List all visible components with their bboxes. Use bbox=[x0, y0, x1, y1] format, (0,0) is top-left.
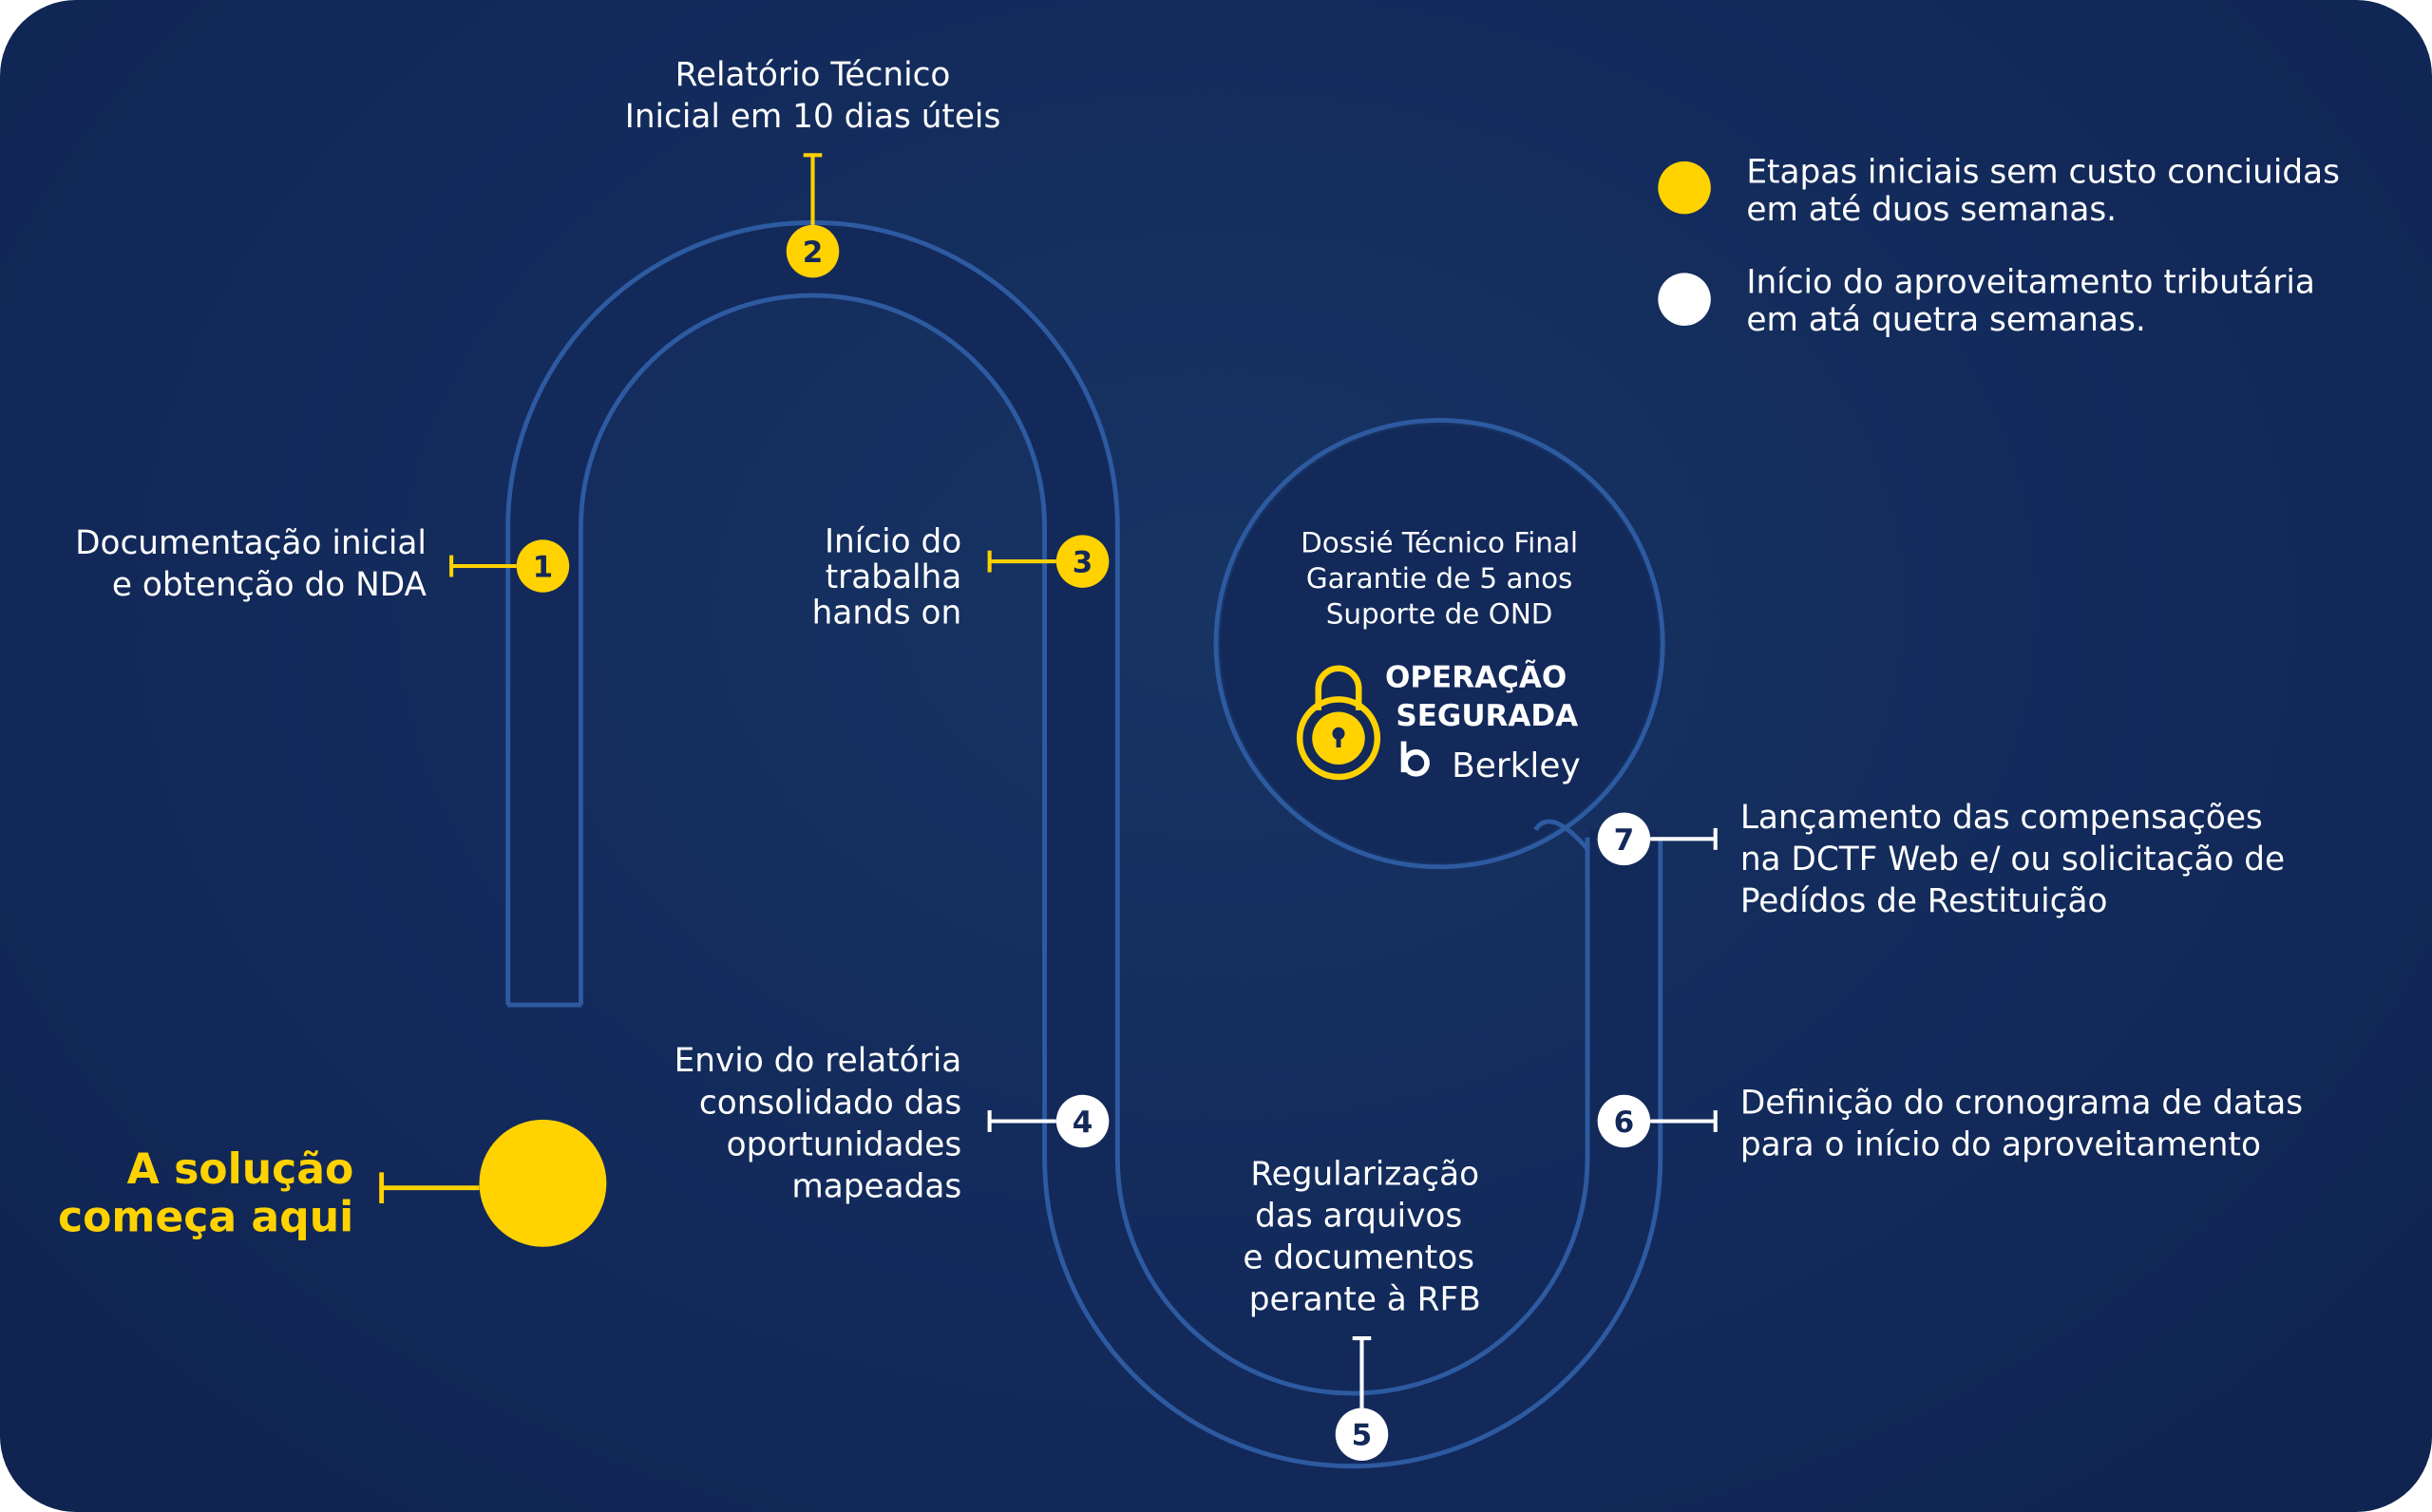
step-2-label: Relatório Técnico bbox=[675, 56, 951, 94]
legend-white-dot bbox=[1658, 273, 1711, 326]
step-5-label: e documentos bbox=[1243, 1239, 1474, 1277]
legend-white-line1: Início do aproveitamento tributária bbox=[1746, 264, 2315, 302]
step-7-label: na DCTF Web e/ ou solicitação de bbox=[1740, 841, 2285, 879]
step-3-label: Início do bbox=[825, 522, 961, 560]
legend-yellow-line1: Etapas iniciais sem custo conciuidas bbox=[1746, 154, 2340, 192]
step-4-label: mapeadas bbox=[791, 1167, 961, 1205]
legend-white-line2: em atá quetra semanas. bbox=[1746, 301, 2145, 339]
step-5-label: perante à RFB bbox=[1249, 1281, 1481, 1319]
step-2-label: Inicial em 10 dias úteis bbox=[625, 98, 1001, 136]
step-6-label: Definição do cronograma de datas bbox=[1740, 1084, 2303, 1122]
badge-line1: OPERAÇÃO bbox=[1385, 658, 1567, 694]
padlock-icon bbox=[1296, 665, 1381, 781]
step-4: 4 Envio do relatória consolidado das opo… bbox=[674, 1042, 1110, 1205]
step-1-label: Documentação inicial bbox=[75, 524, 427, 562]
start-point: A solução começa aqui bbox=[58, 1119, 607, 1247]
step-4-label: consolidado das bbox=[699, 1084, 961, 1122]
step-5-label: das arquivos bbox=[1255, 1198, 1462, 1236]
step-3: 3 Início do trabalha hands on bbox=[812, 522, 1110, 632]
step-1-number: 1 bbox=[533, 550, 554, 584]
step-1-label: e obtenção do NDA bbox=[112, 566, 428, 604]
brand-name: Berkley bbox=[1452, 747, 1581, 785]
legend-yellow-line2: em até duos semanas. bbox=[1746, 191, 2117, 229]
berkley-logo-icon bbox=[1400, 741, 1430, 777]
start-label-line1: A solução bbox=[127, 1145, 354, 1194]
step-3-label: trabalha bbox=[826, 558, 962, 596]
step-7-label: Lançamento das compensações bbox=[1740, 799, 2263, 837]
step-6-label: para o início do aproveitamento bbox=[1740, 1125, 2261, 1163]
step-7-number: 7 bbox=[1614, 823, 1635, 858]
step-6-number: 6 bbox=[1614, 1106, 1635, 1140]
legend: Etapas iniciais sem custo conciuidas em … bbox=[1658, 154, 2340, 339]
step-2: 2 Relatório Técnico Inicial em 10 dias ú… bbox=[625, 56, 1001, 278]
badge-line2: SEGURADA bbox=[1396, 699, 1578, 733]
step-5-label: Regularização bbox=[1250, 1155, 1479, 1193]
step-6: 6 Definição do cronograma de datas para … bbox=[1597, 1084, 2303, 1163]
legend-yellow-dot bbox=[1658, 161, 1711, 215]
journey-track bbox=[505, 219, 1665, 1469]
step-2-number: 2 bbox=[803, 236, 824, 270]
step-4-number: 4 bbox=[1073, 1106, 1093, 1140]
step-3-label: hands on bbox=[812, 594, 962, 632]
start-label-line2: começa aqui bbox=[58, 1193, 353, 1241]
step-1: 1 Documentação inicial e obtenção do NDA bbox=[75, 524, 570, 604]
step-5: 5 Regularização das arquivos e documento… bbox=[1243, 1155, 1481, 1462]
step-4-label: oportunidades bbox=[727, 1125, 962, 1163]
step-3-number: 3 bbox=[1073, 546, 1093, 580]
final-dossier: Dossié Técnico Final Garantie de 5 anos … bbox=[1296, 526, 1581, 785]
final-label: Suporte de OND bbox=[1326, 597, 1553, 630]
final-label: Garantie de 5 anos bbox=[1306, 562, 1573, 595]
step-7: 7 Lançamento das compensações na DCTF We… bbox=[1597, 799, 2285, 920]
start-dot bbox=[479, 1119, 607, 1247]
final-label: Dossié Técnico Final bbox=[1301, 526, 1578, 558]
step-4-label: Envio do relatória bbox=[674, 1042, 962, 1080]
step-5-number: 5 bbox=[1352, 1419, 1373, 1453]
step-7-label: Pedídos de Restituição bbox=[1740, 882, 2108, 920]
